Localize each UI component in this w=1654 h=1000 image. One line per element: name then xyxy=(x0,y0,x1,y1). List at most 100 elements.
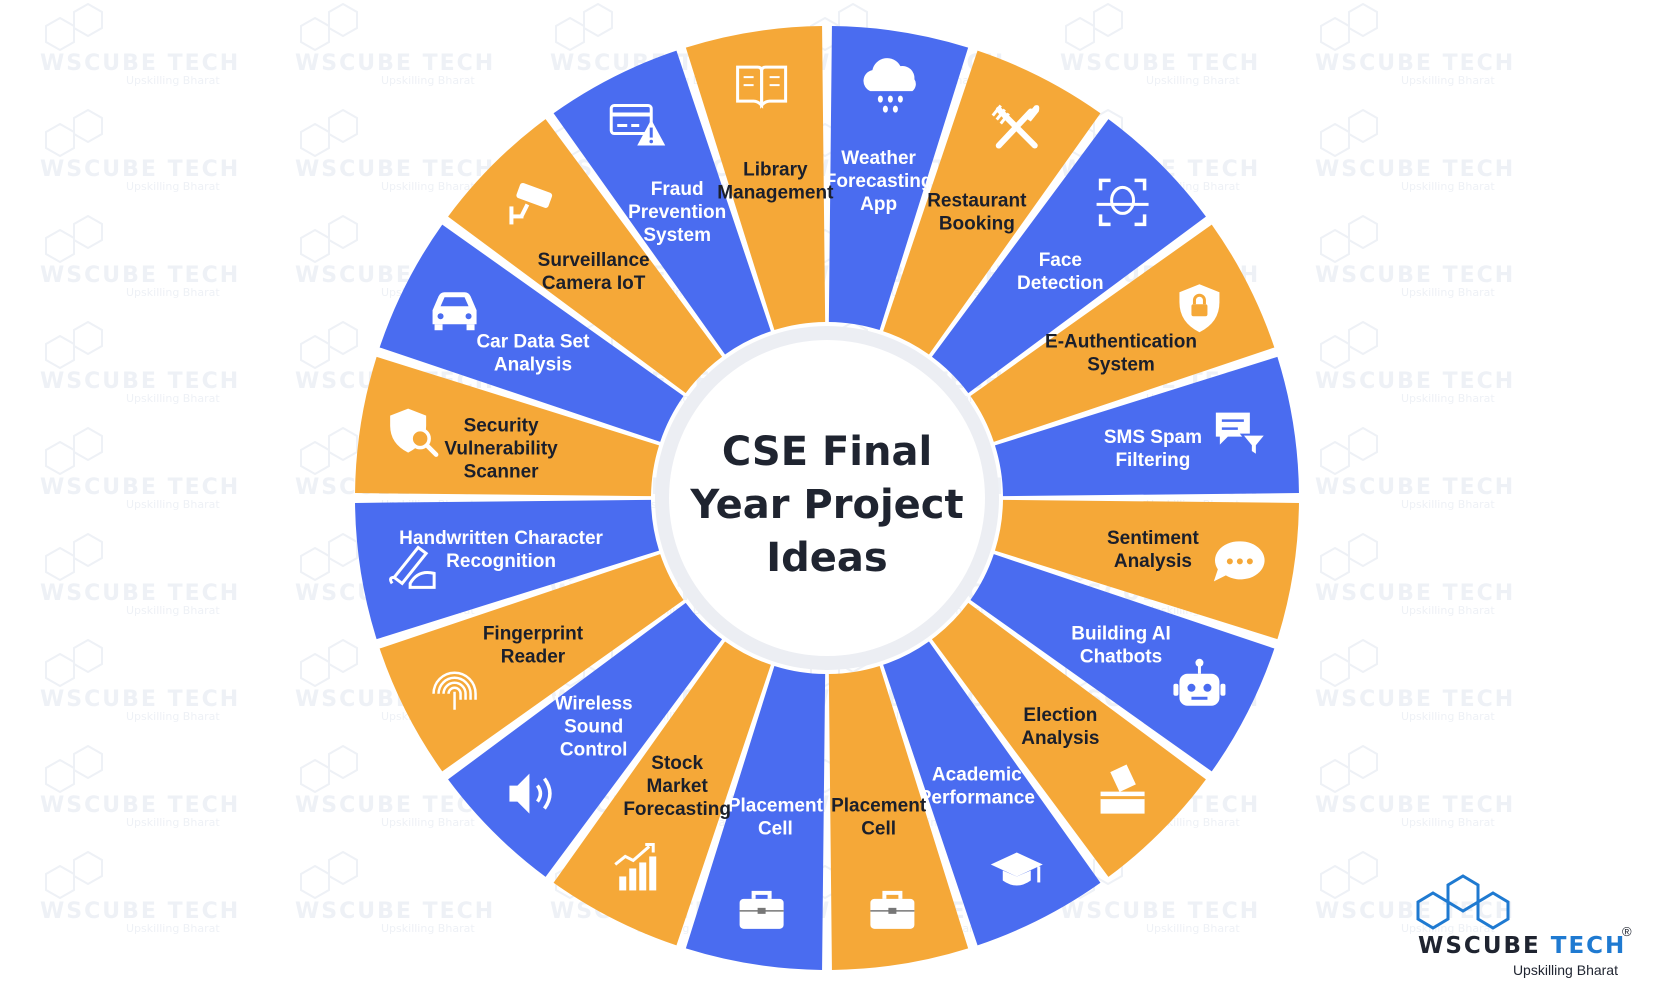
segment-label-line: Control xyxy=(560,740,628,761)
segment-label-line: Restaurant xyxy=(927,191,1027,212)
segment-label-line: Fraud xyxy=(651,179,704,200)
segment-wedge xyxy=(355,356,660,497)
segment-wedge xyxy=(379,224,684,442)
center-disc xyxy=(669,340,985,656)
segment-label-line: System xyxy=(1087,354,1155,375)
chat-bubble-icon xyxy=(1213,541,1265,582)
wheel-center: CSE Final Year Project Ideas xyxy=(655,326,999,670)
segment-wedge xyxy=(970,224,1275,442)
segment-wedge xyxy=(448,602,723,877)
segment-wedge xyxy=(931,119,1206,394)
segment-label-line: Weather xyxy=(841,148,916,169)
segment-label-line: Fingerprint xyxy=(483,624,584,645)
registered-mark: ® xyxy=(1622,924,1632,939)
segment-label-line: Filtering xyxy=(1115,450,1190,471)
segment-label-line: Forecasting xyxy=(623,799,731,820)
segment-label-line: Face xyxy=(1039,250,1082,271)
briefcase-icon xyxy=(739,890,784,929)
segment-wedge xyxy=(553,50,771,355)
segment-label-line: Cell xyxy=(861,819,896,840)
segment-wedge xyxy=(828,26,969,331)
segment-label-line: Forecasting xyxy=(825,171,933,192)
segment-label-line: Scanner xyxy=(464,462,540,483)
segment-label-line: Library xyxy=(743,159,808,180)
brand-name-text: WSCUBE xyxy=(1418,933,1551,959)
segment-label-line: E-Authentication xyxy=(1045,331,1197,352)
ballot-box-icon xyxy=(1100,764,1145,814)
segment-label-line: Placement xyxy=(831,796,927,817)
brand-name-accent: TECH xyxy=(1551,933,1627,959)
segment-label-line: Stock xyxy=(651,753,703,774)
segment-label-line: Analysis xyxy=(1114,551,1192,572)
hexagon-logo-icon xyxy=(1416,874,1510,930)
message-filter-icon xyxy=(1215,412,1268,458)
card-warning-icon xyxy=(609,104,666,146)
segment-label-line: Market xyxy=(647,776,709,797)
segment-label-line: Detection xyxy=(1017,273,1104,294)
segment-label-line: Analysis xyxy=(1021,728,1099,749)
shield-lock-icon xyxy=(1179,284,1220,333)
segment-label-line: Recognition xyxy=(446,551,556,572)
segment-label-line: Car Data Set xyxy=(476,331,590,352)
segment-label-line: Surveillance xyxy=(538,250,650,271)
center-title-line-3: Ideas xyxy=(766,535,887,581)
segment-label-line: Performance xyxy=(919,787,1035,808)
cloud-rain-icon xyxy=(863,58,916,113)
segment-label-line: Cell xyxy=(758,819,793,840)
center-title-line-2: Year Project xyxy=(689,482,963,528)
pen-hand-icon xyxy=(389,545,436,589)
book-icon xyxy=(736,65,788,109)
brand-tagline: Upskilling Bharat xyxy=(1513,962,1618,978)
segment-label-line: Wireless xyxy=(555,694,633,715)
segment-label-line: Building AI xyxy=(1071,624,1171,645)
segment-label-line: App xyxy=(860,194,897,215)
segment-label-line: Security xyxy=(464,416,539,437)
segment-wedge xyxy=(828,665,969,970)
segment-wedge xyxy=(685,665,826,970)
segment-wedge xyxy=(970,554,1275,772)
segment-wedge xyxy=(883,641,1101,946)
segment-label-line: Chatbots xyxy=(1080,647,1162,668)
shield-search-icon xyxy=(390,408,439,457)
segment-label-line: Sentiment xyxy=(1107,528,1200,549)
segment-label-line: Management xyxy=(717,182,834,203)
face-scan-icon xyxy=(1096,178,1149,227)
segment-label-line: Booking xyxy=(939,214,1015,235)
segment-wedge xyxy=(883,50,1101,355)
segment-label-line: Handwritten Character xyxy=(399,528,603,549)
cctv-camera-icon xyxy=(509,182,553,225)
robot-icon xyxy=(1173,658,1226,706)
